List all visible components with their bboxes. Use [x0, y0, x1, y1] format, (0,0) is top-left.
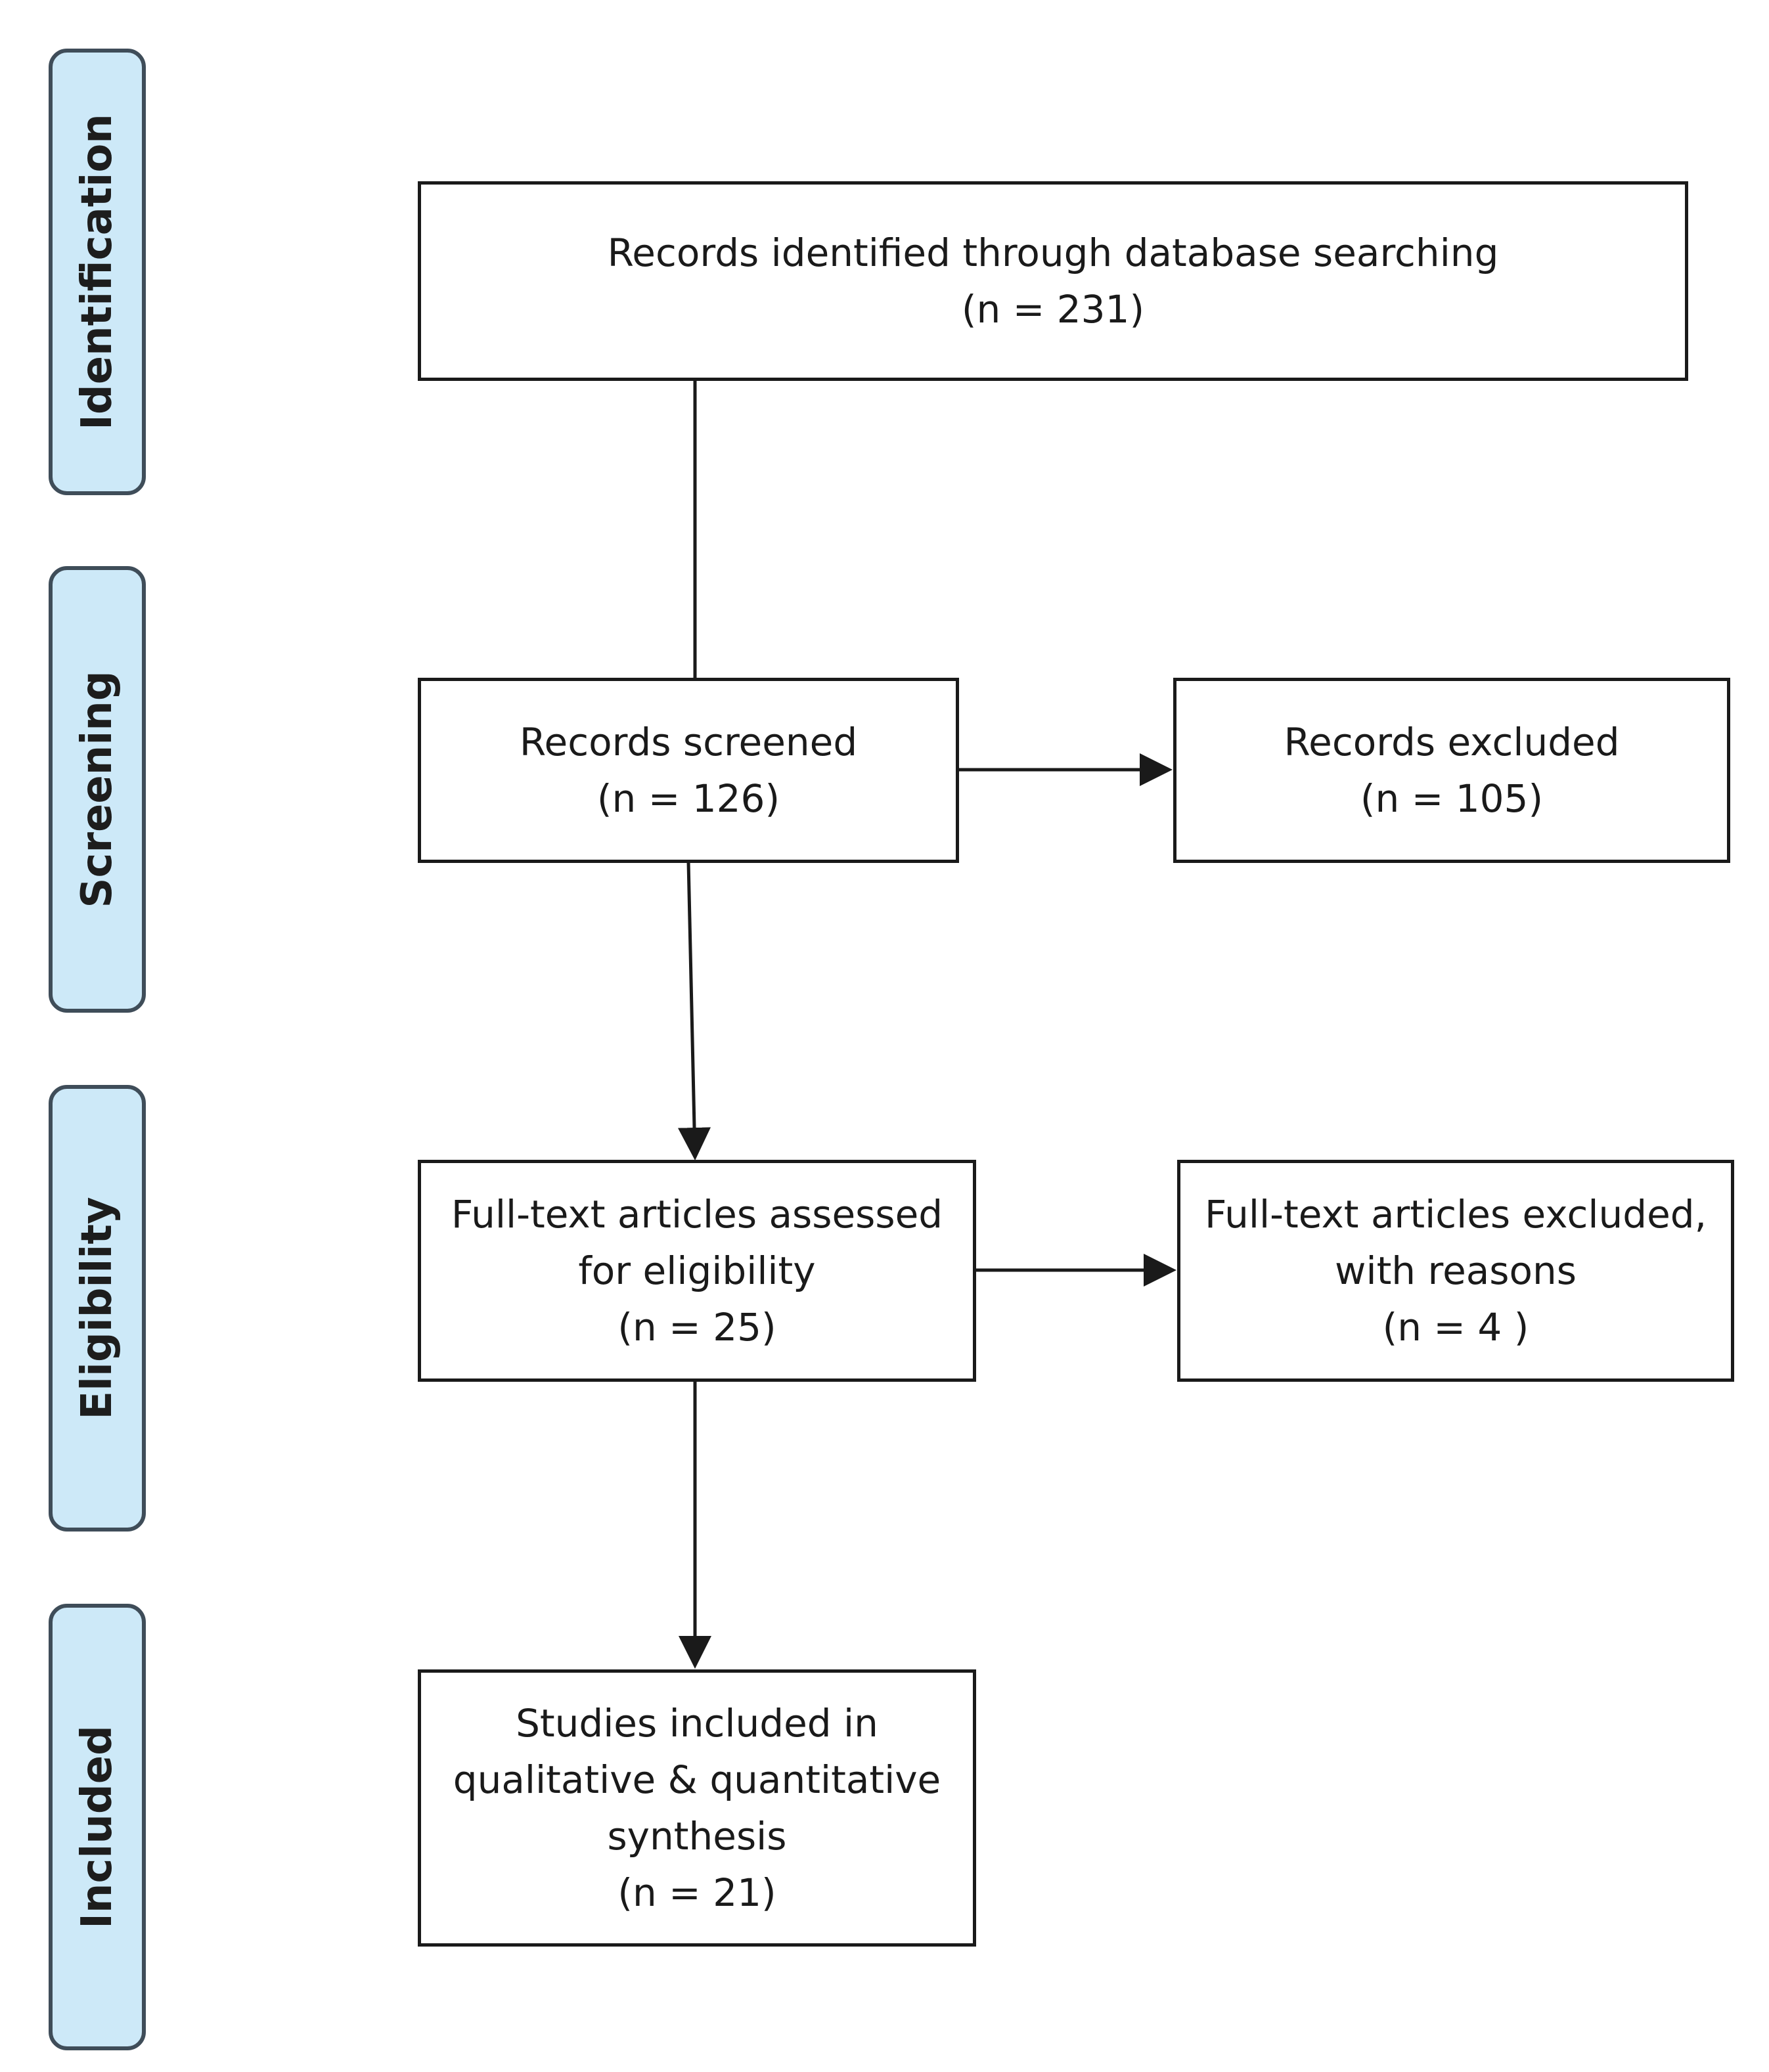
- studies-included-line2: qualitative & quantitative: [453, 1757, 941, 1802]
- records-screened-count: (n = 126): [596, 776, 780, 821]
- phase-screening: Screening: [49, 566, 146, 1013]
- studies-included-line3: synthesis: [607, 1814, 787, 1859]
- box-records-identified: Records identified through database sear…: [418, 181, 1688, 381]
- box-fulltext-assessed: Full-text articles assessed for eligibil…: [418, 1160, 976, 1382]
- studies-included-line1: Studies included in: [516, 1701, 878, 1746]
- phase-identification: Identification: [49, 49, 146, 495]
- box-records-screened: Records screened (n = 126): [418, 678, 959, 863]
- fulltext-assessed-count: (n = 25): [617, 1305, 776, 1350]
- phase-eligibility: Eligibility: [49, 1085, 146, 1532]
- box-fulltext-excluded: Full-text articles excluded, with reason…: [1177, 1160, 1734, 1382]
- studies-included-count: (n = 21): [617, 1870, 776, 1915]
- fulltext-assessed-line1: Full-text articles assessed: [451, 1192, 943, 1237]
- box-records-excluded: Records excluded (n = 105): [1173, 678, 1730, 863]
- arrow-screened-to-fulltext: [678, 861, 711, 1160]
- phase-included: Included: [49, 1604, 146, 2050]
- box-studies-included: Studies included in qualitative & quanti…: [418, 1669, 976, 1947]
- records-screened-label: Records screened: [519, 720, 858, 764]
- records-identified-count: (n = 231): [961, 287, 1145, 332]
- records-excluded-count: (n = 105): [1360, 776, 1544, 821]
- fulltext-excluded-line2: with reasons: [1335, 1248, 1577, 1293]
- records-identified-label: Records identified through database sear…: [607, 231, 1499, 275]
- fulltext-excluded-count: (n = 4 ): [1382, 1305, 1529, 1350]
- records-excluded-label: Records excluded: [1284, 720, 1620, 764]
- fulltext-excluded-line1: Full-text articles excluded,: [1204, 1192, 1707, 1237]
- fulltext-assessed-line2: for eligibility: [578, 1248, 816, 1293]
